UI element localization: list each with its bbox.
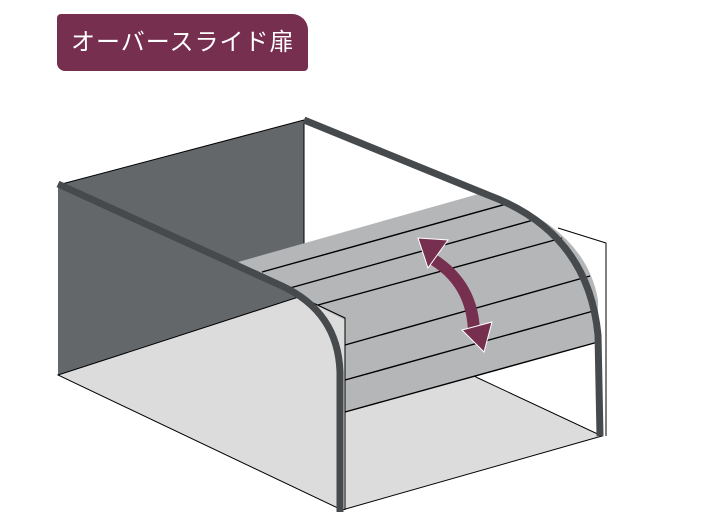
door-type-label: オーバースライド扉 <box>57 14 308 71</box>
wall-top-edge <box>57 119 305 186</box>
open-close-arrow-icon <box>417 237 493 353</box>
rails <box>56 116 604 512</box>
floor <box>56 289 604 511</box>
right-rail <box>302 116 604 437</box>
left-rail <box>56 180 344 512</box>
door-panel <box>238 193 598 412</box>
left-wall <box>58 120 304 375</box>
